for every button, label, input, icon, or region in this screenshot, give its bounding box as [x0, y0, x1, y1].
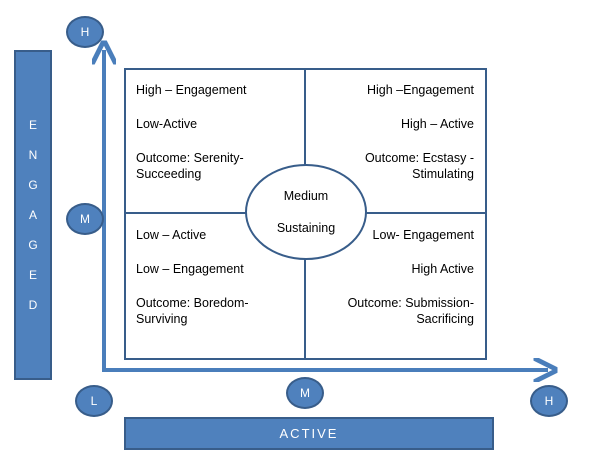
quadrant-bottom-right: Low- Engagement High Active Outcome: Sub…: [348, 227, 474, 327]
x-marker-medium: M: [286, 377, 324, 409]
quadrant-line: Sacrificing: [416, 312, 474, 326]
engaged-letter: A: [28, 208, 37, 222]
engaged-letter: D: [28, 298, 38, 312]
y-marker-high: H: [66, 16, 104, 48]
quadrant-line: Low- Engagement: [372, 228, 474, 242]
quadrant-top-right: High –Engagement High – Active Outcome: …: [365, 82, 474, 182]
y-marker-medium: M: [66, 203, 104, 235]
quadrant-bottom-left: Low – Active Low – Engagement Outcome: B…: [136, 227, 249, 327]
quadrant-line: Outcome: Boredom-: [136, 296, 249, 310]
quadrant-line: High – Engagement: [136, 83, 247, 97]
quadrant-line: Low – Engagement: [136, 262, 244, 276]
x-marker-high-label: H: [544, 394, 554, 408]
x-marker-high: H: [530, 385, 568, 417]
active-axis-bar: ACTIVE: [124, 417, 494, 450]
quadrant-line: Outcome: Serenity-: [136, 151, 244, 165]
quadrant-line: High – Active: [401, 117, 474, 131]
quadrant-line: High Active: [411, 262, 474, 276]
quadrant-line: Outcome: Ecstasy -: [364, 151, 474, 165]
center-line: Sustaining: [276, 221, 336, 235]
x-marker-low-label: L: [90, 394, 98, 408]
engaged-letter: E: [28, 118, 37, 132]
quadrant-line: Stimulating: [412, 167, 474, 181]
x-marker-medium-label: M: [300, 386, 310, 400]
quadrant-line: High –Engagement: [366, 83, 474, 97]
quadrant-line: Low – Active: [136, 228, 207, 242]
engaged-axis-bar: E N G A G E D: [14, 50, 52, 380]
y-marker-medium-label: M: [80, 212, 90, 226]
engaged-letter: G: [28, 178, 38, 192]
quadrant-line: Low-Active: [136, 117, 198, 131]
y-marker-high-label: H: [80, 25, 90, 39]
engaged-letter: G: [28, 238, 38, 252]
engaged-letter: E: [28, 268, 37, 282]
quadrant-line: Outcome: Submission-: [347, 296, 474, 310]
center-line: Medium: [283, 189, 329, 203]
quadrant-line: Succeeding: [136, 167, 202, 181]
quadrant-top-left: High – Engagement Low-Active Outcome: Se…: [136, 82, 247, 182]
active-axis-label: ACTIVE: [279, 426, 339, 441]
quadrant-line: Surviving: [136, 312, 188, 326]
x-marker-low: L: [75, 385, 113, 417]
engaged-letter: N: [28, 148, 38, 162]
center-oval: Medium Sustaining: [245, 164, 367, 260]
